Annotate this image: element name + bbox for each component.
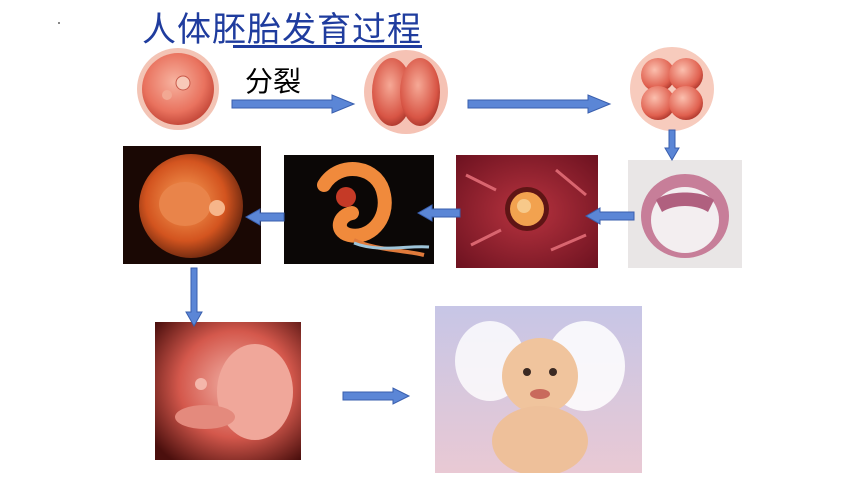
early-fetus-image [123, 146, 261, 264]
slide-title[interactable]: 人体胚胎发育过程 [142, 10, 422, 50]
arrow-down-icon [664, 129, 680, 161]
four-cell-image [624, 45, 720, 133]
implantation-image [456, 155, 598, 268]
baby-image [435, 306, 642, 473]
two-cell-image [358, 48, 454, 136]
arrow-right-icon [231, 94, 356, 114]
arrow-down-icon [185, 267, 203, 328]
stray-dot [58, 22, 60, 24]
arrow-left-icon [416, 204, 461, 222]
blastocyst-image [628, 160, 742, 268]
arrow-right-icon [342, 387, 411, 405]
fetus-thumb-image [155, 322, 301, 460]
zygote-image [125, 45, 233, 133]
division-label: 分裂 [245, 65, 302, 98]
arrow-right-icon [467, 94, 612, 114]
arrow-left-icon [244, 208, 285, 226]
embryo-image [284, 155, 434, 264]
arrow-left-icon [584, 207, 635, 225]
